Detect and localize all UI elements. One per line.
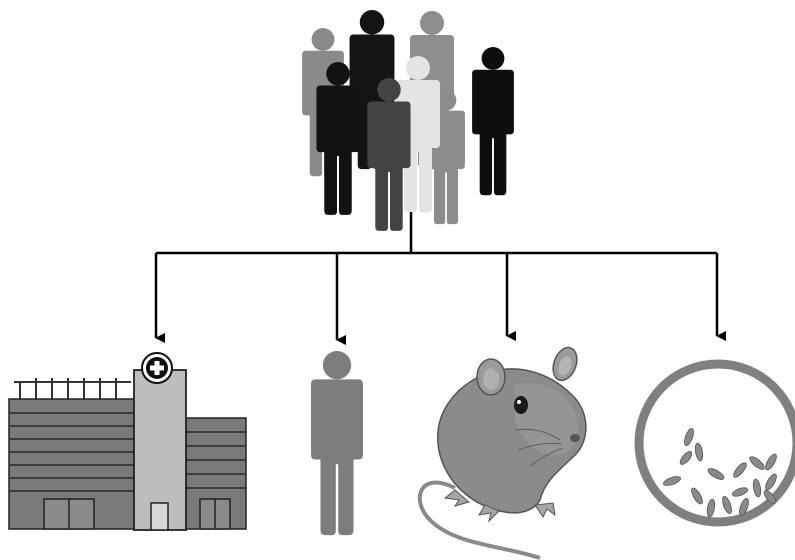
person-icon [311, 351, 363, 535]
person-right-black [472, 47, 514, 195]
connector-tree [156, 212, 717, 340]
petri-dish-icon [639, 364, 795, 522]
medical-cross-icon [142, 353, 172, 383]
crowd-icon [302, 10, 514, 231]
mouse-icon [420, 344, 586, 558]
hospital-icon [9, 353, 246, 530]
